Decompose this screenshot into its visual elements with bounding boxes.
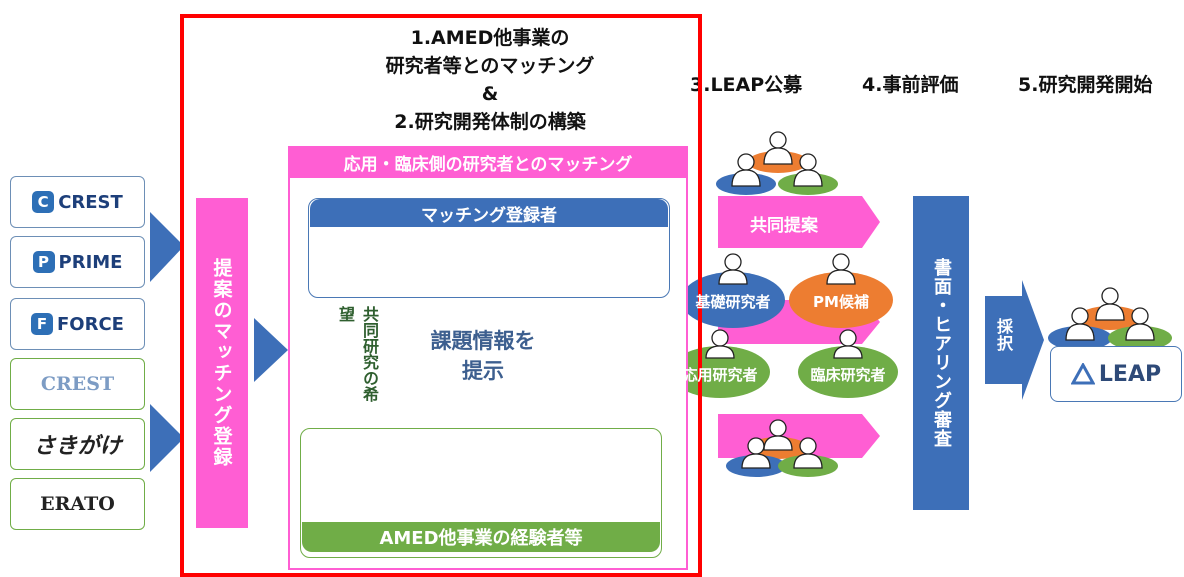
clinical-researcher-oval bbox=[798, 346, 898, 398]
logo-amed-crest-text: CREST bbox=[58, 191, 123, 213]
logo-crest: CREST bbox=[10, 358, 145, 410]
team-figures-bottom bbox=[726, 419, 838, 477]
matching-registration-label: 提案のマッチング登録 bbox=[210, 258, 233, 468]
right-clinical-researcher-label: 臨床研究者 bbox=[810, 366, 886, 384]
highlight-frame bbox=[180, 14, 702, 577]
leap-logo-icon bbox=[1070, 363, 1095, 385]
registrants-title: マッチング登録者 bbox=[310, 199, 668, 227]
header-line-1: 1.AMED他事業の bbox=[410, 27, 570, 49]
leap-team-figures bbox=[1048, 287, 1172, 350]
logo-crest-text: CREST bbox=[40, 373, 115, 395]
crest-icon: C bbox=[32, 191, 55, 213]
panel-chevron bbox=[254, 318, 288, 382]
applied-researcher-oval bbox=[670, 346, 770, 398]
adopt-arrow bbox=[985, 280, 1044, 400]
pm-candidate-oval bbox=[789, 272, 893, 328]
issue-info-line-2: 提示 bbox=[462, 359, 504, 383]
applied-researcher-label: 応用研究者 bbox=[340, 484, 416, 502]
header-line-2: 研究者等とのマッチング bbox=[385, 55, 595, 77]
step-4-label: 4.事前評価 bbox=[862, 74, 959, 96]
joint-proposal-arrow bbox=[718, 196, 880, 248]
logo-force-text: FORCE bbox=[57, 313, 124, 335]
team-figures-top bbox=[716, 131, 838, 195]
review-box bbox=[913, 196, 969, 510]
clinical-researcher-label: 臨床研究者 bbox=[560, 484, 636, 502]
role-figures bbox=[705, 253, 863, 359]
logo-prime: P PRIME bbox=[10, 236, 145, 288]
logo-erato: ERATO bbox=[10, 478, 145, 530]
left-chevron-bottom bbox=[150, 404, 184, 472]
logo-amed-crest: C CREST bbox=[10, 176, 145, 228]
logo-prime-text: PRIME bbox=[58, 251, 123, 273]
logo-sakigake: さきがけ bbox=[10, 418, 145, 470]
review-label: 書面・ヒアリング審査 bbox=[931, 258, 952, 448]
joint-proposal-label: 共同提案 bbox=[750, 216, 818, 236]
logo-sakigake-text: さきがけ bbox=[33, 433, 122, 459]
right-applied-researcher-label: 応用研究者 bbox=[682, 366, 758, 384]
header-line-4: 2.研究開発体制の構築 bbox=[394, 111, 586, 133]
review-label-wrap: 書面・ヒアリング審査 bbox=[913, 196, 969, 510]
adopt-label-wrap: 採択 bbox=[988, 318, 1018, 368]
issue-info-label: 課題情報を 提示 bbox=[414, 326, 552, 386]
experienced-title: AMED他事業の経験者等 bbox=[302, 522, 660, 552]
leap-logo-box: LEAP bbox=[1050, 346, 1182, 402]
step-3-label: 3.LEAP公募 bbox=[690, 74, 803, 96]
matching-registration-box: 提案のマッチング登録 bbox=[196, 198, 248, 528]
collab-wish-label-wrap: 共同研究の希望 bbox=[336, 306, 379, 402]
logo-force: F FORCE bbox=[10, 298, 145, 350]
basic-researcher-label: 基礎研究者 bbox=[695, 293, 771, 311]
force-icon: F bbox=[31, 313, 54, 335]
left-chevron-top bbox=[150, 212, 184, 282]
adopt-label: 採択 bbox=[994, 318, 1013, 352]
logo-erato-text: ERATO bbox=[40, 493, 115, 515]
pm-candidate-label: PM候補 bbox=[813, 293, 869, 311]
prime-icon: P bbox=[32, 251, 55, 273]
basic-researcher-oval bbox=[681, 272, 785, 328]
issue-info-line-1: 課題情報を bbox=[430, 329, 536, 353]
header-line-3: & bbox=[481, 83, 499, 105]
leap-logo-text: LEAP bbox=[1098, 361, 1162, 387]
collab-wish-label: 共同研究の希望 bbox=[336, 306, 379, 402]
step-5-label: 5.研究開発開始 bbox=[1018, 74, 1153, 96]
matching-panel-title: 応用・臨床側の研究者とのマッチング bbox=[288, 146, 688, 178]
